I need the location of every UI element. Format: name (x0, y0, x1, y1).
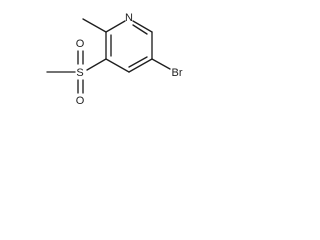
atom-label-oxygen-lower: O (76, 95, 85, 107)
atom-label-sulfur: S (76, 67, 83, 79)
bond-c4-c3 (105, 58, 130, 73)
bond-c5-c4 (128, 58, 153, 73)
atom-label-nitrogen: N (125, 12, 133, 24)
bond-c3-s (86, 58, 107, 71)
bond-methyl (82, 18, 107, 33)
bond-c2-n1 (105, 20, 126, 33)
inner-bond-n1-c6 (132, 24, 148, 35)
atom-labels: N Br S O O (76, 12, 183, 107)
bond-c5-br (151, 58, 171, 70)
atom-label-bromine: Br (172, 67, 183, 79)
bonds (46, 18, 171, 94)
chemical-structure-diagram: N Br S O O (46, 12, 183, 107)
inner-bond-c5-c4 (128, 56, 148, 68)
atom-label-oxygen-upper: O (76, 38, 85, 50)
bond-n1-c6 (132, 20, 153, 33)
